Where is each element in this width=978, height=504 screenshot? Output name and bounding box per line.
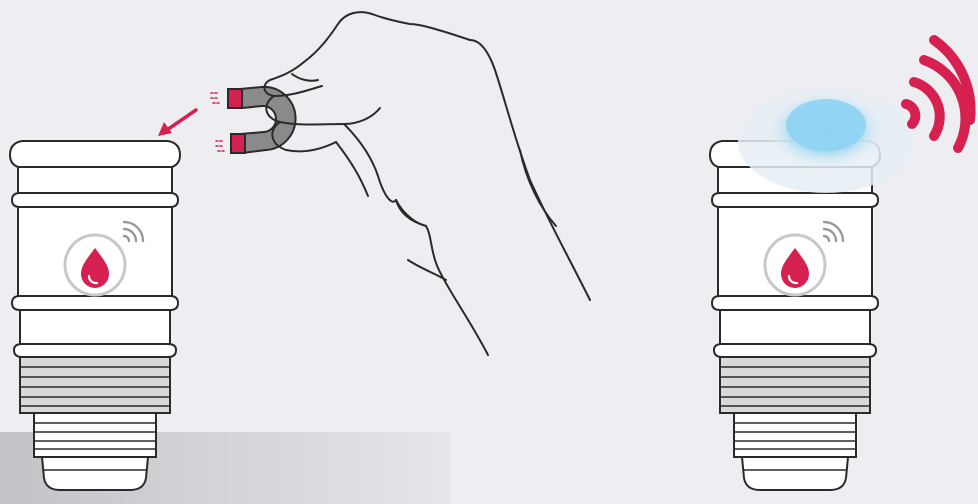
arrow-down-left-icon: [158, 108, 198, 136]
hand-illustration: [263, 11, 591, 356]
wireless-signal-icon: [901, 35, 976, 153]
led-glow-indicator: [738, 89, 914, 193]
right-sensor-device: [708, 139, 882, 492]
magnet-field-icon: [210, 92, 225, 152]
left-sensor-device: [8, 139, 182, 492]
